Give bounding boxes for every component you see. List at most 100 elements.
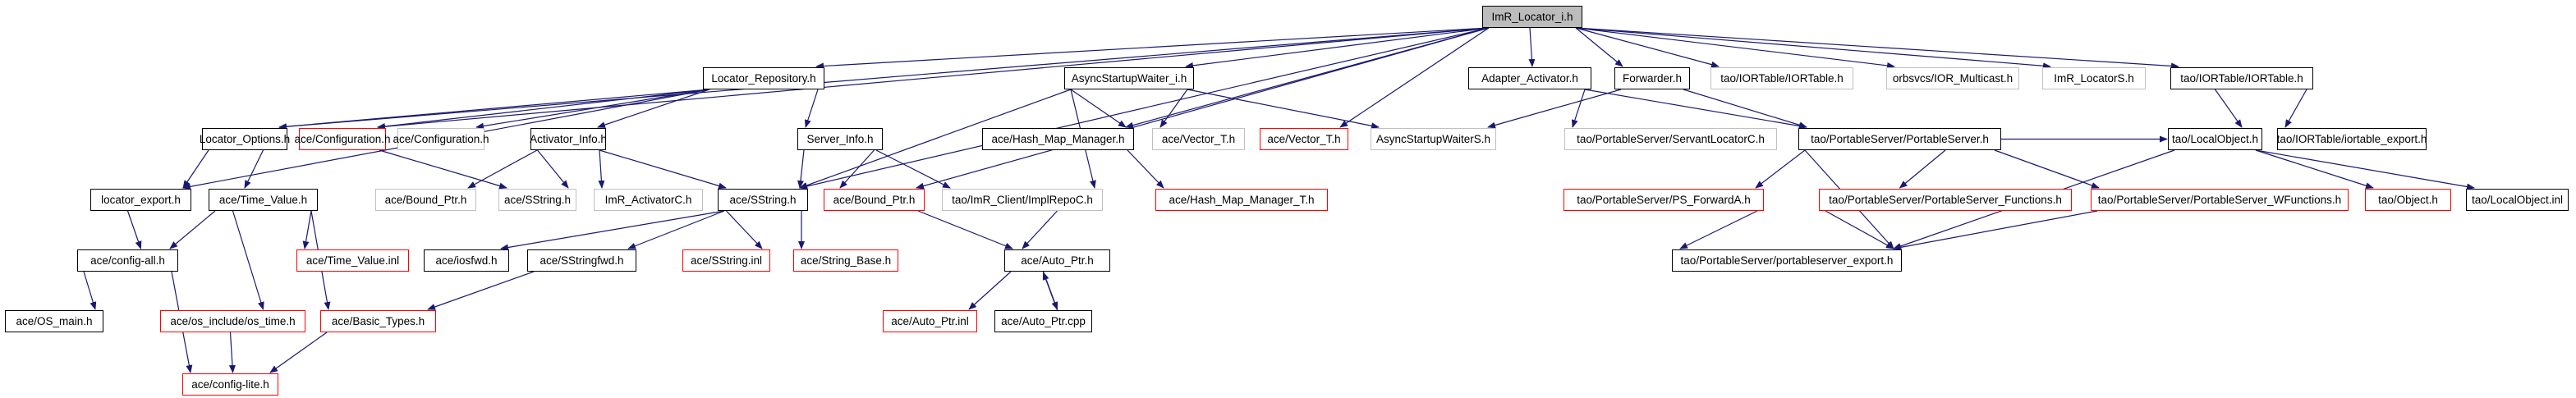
edge-locator_options-to-locator_export <box>182 149 209 189</box>
edge-activator_info-to-bound_ptr_gray <box>467 149 538 189</box>
graph-node-forwarder[interactable]: Forwarder.h <box>1614 67 1690 89</box>
graph-node-auto_ptr_cpp[interactable]: ace/Auto_Ptr.cpp <box>994 310 1092 332</box>
edge-sstringfwd-to-basic_types <box>427 271 535 310</box>
edge-iortable_black-to-iortable_export <box>2284 89 2307 128</box>
edge-configuration_red-to-sstring_gray <box>379 149 507 190</box>
edge-adapter_activator-to-servantlocatorc <box>1571 89 1586 128</box>
edge-basic_types-to-config_lite <box>269 332 328 373</box>
graph-node-servantlocatorc[interactable]: tao/PortableServer/ServantLocatorC.h <box>1564 128 1777 150</box>
graph-node-imr_locators[interactable]: ImR_LocatorS.h <box>2042 67 2146 89</box>
edge-time_value-to-config_all <box>169 210 216 249</box>
graph-node-config_all[interactable]: ace/config-all.h <box>77 249 178 272</box>
edge-root-to-locator_options <box>278 27 1490 130</box>
edge-asw_i-to-vector_t_gray <box>1159 89 1188 128</box>
edge-locator_options-to-time_value <box>244 149 264 189</box>
graph-node-basic_types[interactable]: ace/Basic_Types.h <box>320 310 436 332</box>
edge-root-to-imr_locators <box>1575 27 2051 70</box>
graph-node-activator_info[interactable]: Activator_Info.h <box>530 128 607 150</box>
edge-root-to-ior_multicast <box>1575 27 1895 69</box>
graph-node-localobject[interactable]: tao/LocalObject.h <box>2168 128 2262 150</box>
graph-node-configuration_red[interactable]: ace/Configuration.h <box>294 128 391 150</box>
graph-node-ps_functions[interactable]: tao/PortableServer/PortableServer_Functi… <box>1819 189 2072 211</box>
graph-node-bound_ptr_gray[interactable]: ace/Bound_Ptr.h <box>375 189 476 211</box>
graph-node-root[interactable]: ImR_Locator_i.h <box>1482 6 1582 28</box>
graph-node-auto_ptr_inl[interactable]: ace/Auto_Ptr.inl <box>883 310 977 332</box>
edge-root-to-configuration_red <box>377 27 1490 130</box>
graph-node-iosfwd[interactable]: ace/iosfwd.h <box>424 249 509 272</box>
graph-node-hash_map_manager_t[interactable]: ace/Hash_Map_Manager_T.h <box>1155 189 1328 211</box>
edge-time_value-to-os_time <box>232 210 264 310</box>
graph-node-asw_i[interactable]: AsyncStartupWaiter_i.h <box>1064 67 1194 89</box>
edge-root-to-adapter_activator <box>1528 27 1536 67</box>
graph-node-time_value_inl[interactable]: ace/Time_Value.inl <box>296 249 409 272</box>
edge-server_info-to-sstring_black <box>797 149 805 189</box>
graph-node-vector_t_gray[interactable]: ace/Vector_T.h <box>1152 128 1245 150</box>
graph-node-localobject_inl[interactable]: tao/LocalObject.inl <box>2466 189 2569 211</box>
graph-node-tao_object[interactable]: tao/Object.h <box>2365 189 2451 211</box>
edge-config_all-to-os_main <box>83 271 97 310</box>
edge-implrepoc-to-auto_ptr <box>1022 210 1058 249</box>
graph-node-ps_wfunctions[interactable]: tao/PortableServer/PortableServer_WFunct… <box>2091 189 2349 211</box>
edge-hash_map_manager-to-hash_map_manager_t <box>1127 149 1164 189</box>
graph-node-iortable_export[interactable]: tao/IORTable/iortable_export.h <box>2277 128 2427 150</box>
edge-root-to-forwarder <box>1575 27 1623 67</box>
edge-iortable_black-to-localobject <box>2215 89 2243 128</box>
edge-server_info-to-bound_ptr_red <box>839 149 875 189</box>
graph-node-locator_repository[interactable]: Locator_Repository.h <box>703 67 824 89</box>
graph-node-ior_multicast[interactable]: orbsvcs/IOR_Multicast.h <box>1886 67 2019 89</box>
graph-node-vector_t_red[interactable]: ace/Vector_T.h <box>1260 128 1348 150</box>
edge-portableserver-to-ps_forwarda <box>1755 149 1806 189</box>
edge-bound_ptr_red-to-auto_ptr <box>917 210 1013 249</box>
edge-asw_i-to-sstring_black <box>799 89 1072 189</box>
edge-auto_ptr_cpp-to-auto_ptr <box>1042 272 1058 311</box>
graph-node-configuration_gray[interactable]: ace/Configuration.h <box>393 128 489 150</box>
edge-root-to-sstring_black <box>799 27 1490 190</box>
edge-locator_repository-to-configuration_red <box>377 89 710 130</box>
edge-activator_info-to-sstring_gray <box>537 149 569 189</box>
graph-node-time_value[interactable]: ace/Time_Value.h <box>209 189 318 211</box>
edge-root-to-iortable_gray <box>1575 27 1720 68</box>
edge-ps_wfunctions-to-ps_export <box>1893 210 2098 251</box>
graph-node-imr_activatorc[interactable]: ImR_ActivatorC.h <box>594 189 703 211</box>
edge-portableserver-to-ps_wfunctions <box>1994 149 2100 189</box>
edge-locator_export-to-config_all <box>126 210 142 249</box>
edge-sstring_black-to-sstring_inl <box>726 210 763 249</box>
edge-root-to-locator_repository <box>815 27 1490 70</box>
graph-node-locator_export[interactable]: locator_export.h <box>90 189 191 211</box>
graph-node-iortable_black[interactable]: tao/IORTable/IORTable.h <box>2170 67 2313 89</box>
edge-locator_repository-to-configuration_gray <box>475 89 710 130</box>
edge-forwarder-to-asyncstartupwaiters <box>1487 89 1622 129</box>
graph-node-string_base[interactable]: ace/String_Base.h <box>793 249 898 272</box>
edge-auto_ptr-to-auto_ptr_inl <box>968 271 1012 310</box>
edge-locator_repository-to-activator_info <box>597 89 710 128</box>
edge-ps_functions-to-ps_export <box>1825 210 1894 249</box>
graph-node-sstringfwd[interactable]: ace/SStringfwd.h <box>527 249 636 272</box>
graph-node-sstring_gray[interactable]: ace/SString.h <box>498 189 576 211</box>
edge-root-to-iortable_black <box>1575 27 2179 70</box>
graph-node-os_time[interactable]: ace/os_include/os_time.h <box>160 310 305 332</box>
graph-node-ps_export[interactable]: tao/PortableServer/portableserver_export… <box>1672 249 1902 272</box>
graph-node-implrepoc[interactable]: tao/ImR_Client/ImplRepoC.h <box>942 189 1103 211</box>
graph-node-sstring_inl[interactable]: ace/SString.inl <box>682 249 770 272</box>
graph-node-portableserver[interactable]: tao/PortableServer/PortableServer.h <box>1798 128 2001 150</box>
graph-node-bound_ptr_red[interactable]: ace/Bound_Ptr.h <box>824 189 925 211</box>
graph-node-server_info[interactable]: Server_Info.h <box>797 128 883 150</box>
graph-node-sstring_black[interactable]: ace/SString.h <box>718 189 808 211</box>
edge-adapter_activator-to-portableserver <box>1584 89 1807 130</box>
graph-node-asyncstartupwaiters[interactable]: AsyncStartupWaiterS.h <box>1371 128 1496 150</box>
edge-portableserver-to-ps_functions <box>1899 149 1946 189</box>
graph-node-ps_forwarda[interactable]: tao/PortableServer/PS_ForwardA.h <box>1564 189 1764 211</box>
graph-node-auto_ptr[interactable]: ace/Auto_Ptr.h <box>1004 249 1110 272</box>
edge-localobject-to-localobject_inl <box>2255 149 2475 190</box>
graph-node-hash_map_manager[interactable]: ace/Hash_Map_Manager.h <box>982 128 1134 150</box>
edge-activator_info-to-imr_activatorc <box>598 149 605 189</box>
graph-node-config_lite[interactable]: ace/config-lite.h <box>182 373 278 396</box>
graph-node-adapter_activator[interactable]: Adapter_Activator.h <box>1468 67 1591 89</box>
graph-node-locator_options[interactable]: Locator_Options.h <box>200 128 290 150</box>
graph-node-iortable_gray[interactable]: tao/IORTable/IORTable.h <box>1710 67 1853 89</box>
edge-forwarder-to-portableserver <box>1683 89 1807 129</box>
edge-sstring_black-to-iosfwd <box>500 210 725 251</box>
graph-node-os_main[interactable]: ace/OS_main.h <box>5 310 103 332</box>
